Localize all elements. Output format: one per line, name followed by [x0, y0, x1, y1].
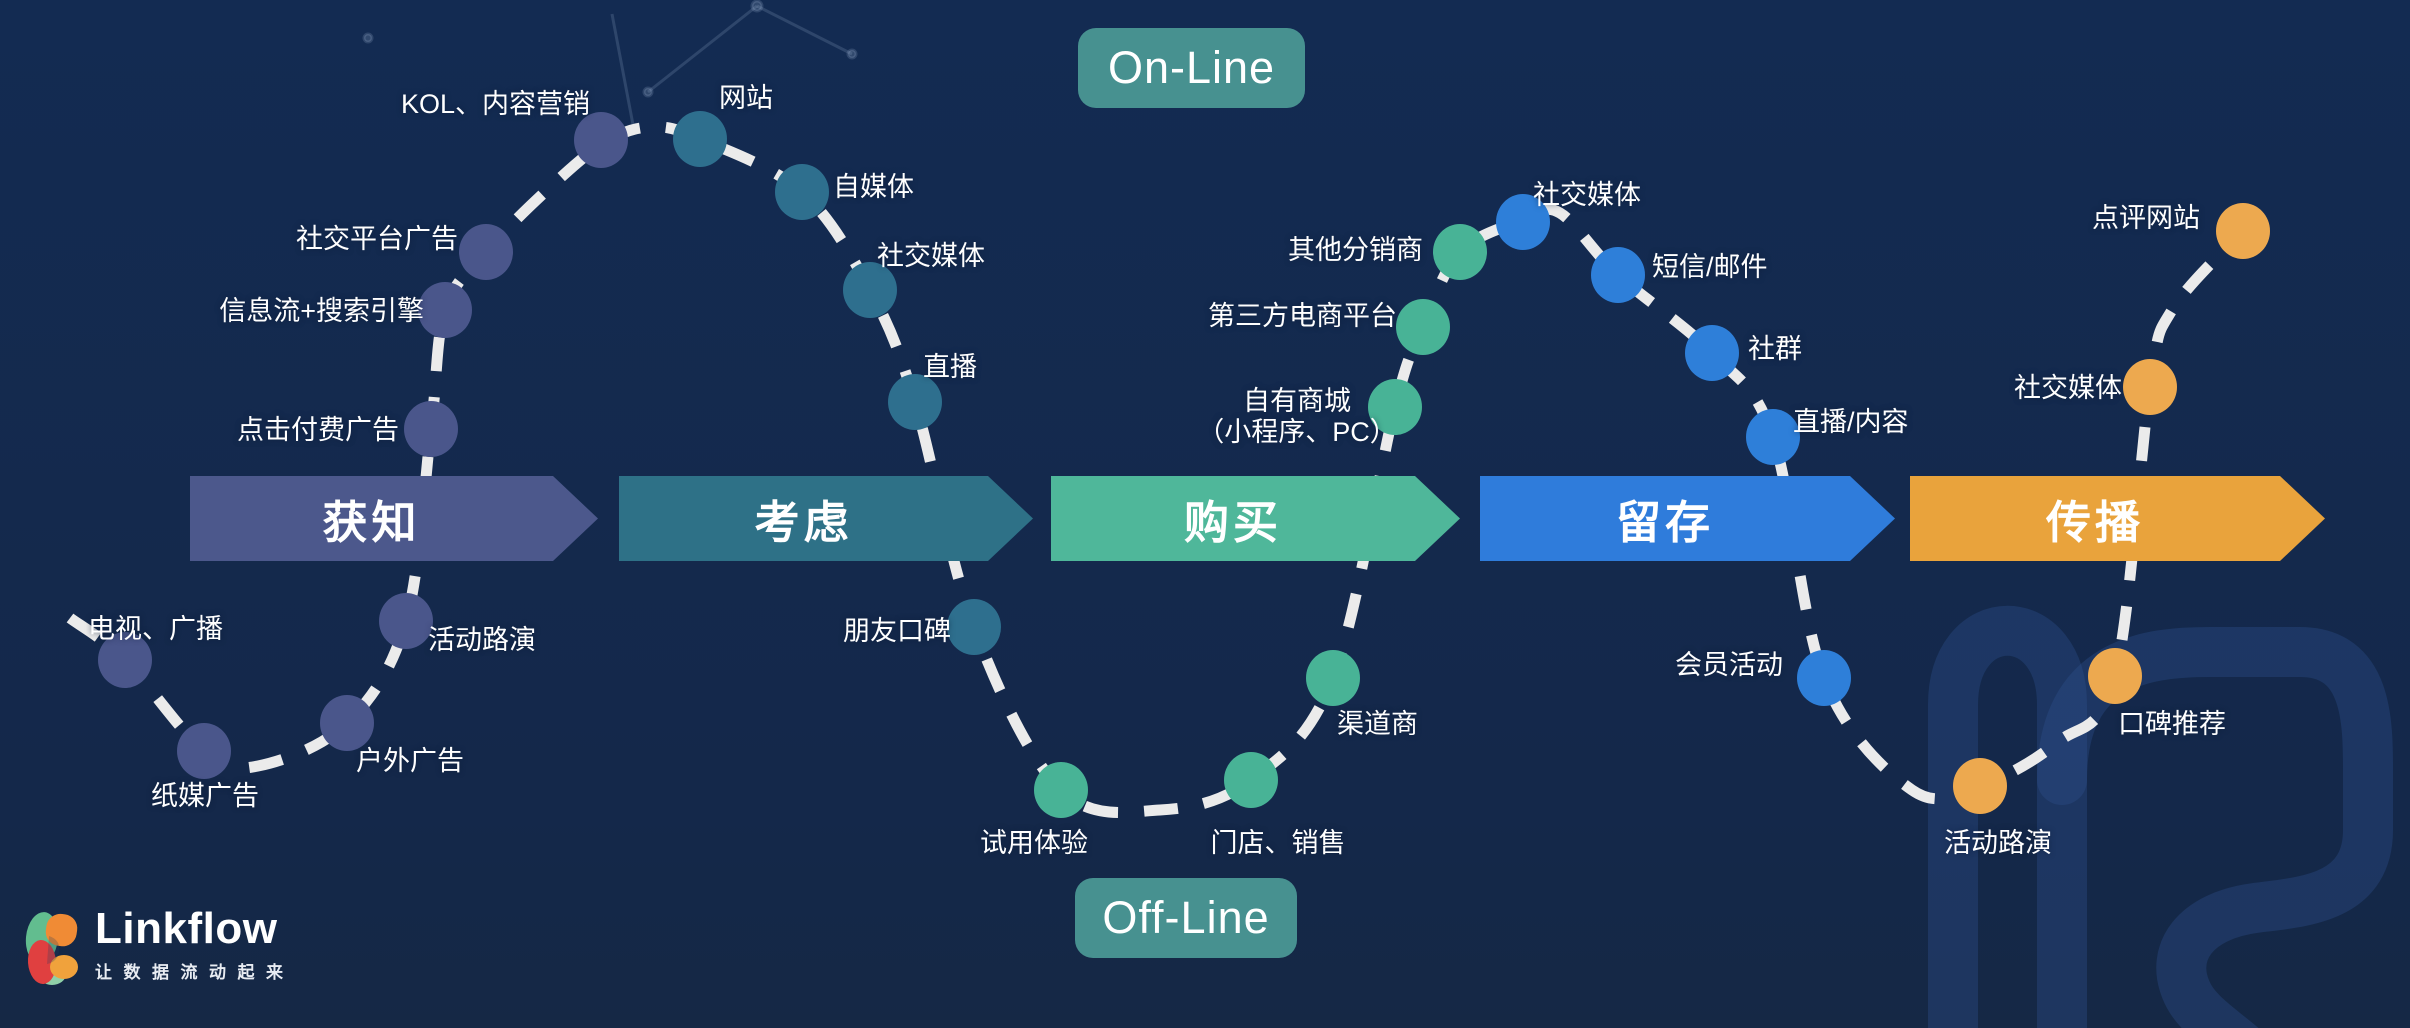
touchpoint-dot: [418, 282, 472, 338]
touchpoint-dot: [843, 262, 897, 318]
touchpoint-dot: [1496, 194, 1550, 250]
logo-name: Linkflow: [95, 904, 278, 953]
stage-label: 获知: [322, 497, 421, 548]
logo-text: Linkflow 让数据流动起来: [95, 904, 295, 983]
touchpoint-dot: [888, 374, 942, 430]
offline-badge: Off-Line: [1075, 878, 1297, 958]
online-badge-label: On-Line: [1107, 42, 1276, 93]
touchpoint-dot: [1746, 409, 1800, 465]
touchpoint-dot: [404, 401, 458, 457]
stage-label: 购买: [1183, 497, 1282, 548]
touchpoint-dot: [459, 224, 513, 280]
touchpoint-dot: [379, 593, 433, 649]
touchpoint-dot: [2216, 203, 2270, 259]
stage-label: 传播: [2045, 497, 2144, 548]
touchpoint-dot: [320, 695, 374, 751]
touchpoint-dot: [1591, 247, 1645, 303]
online-badge: On-Line: [1078, 28, 1305, 108]
touchpoint-dot: [947, 599, 1001, 655]
touchpoint-dot: [1396, 299, 1450, 355]
touchpoint-dot: [2123, 359, 2177, 415]
stage-arrow-1: 获知: [190, 476, 598, 561]
journey-wave-path: [66, 121, 2248, 818]
touchpoint-dot: [1224, 752, 1278, 808]
watermark-logo-glyph: [1928, 605, 2393, 1028]
linkflow-logo-icon: [25, 912, 78, 985]
stage-label: 留存: [1615, 497, 1714, 548]
stage-arrows: 获知 考虑 购买 留存 传播: [0, 476, 2410, 561]
touchpoint-dot: [1368, 379, 1422, 435]
stage-arrow-4: 留存: [1480, 476, 1895, 561]
touchpoint-dot: [775, 164, 829, 220]
touchpoint-dot: [1685, 325, 1739, 381]
touchpoint-dot: [1433, 224, 1487, 280]
touchpoint-dot: [177, 723, 231, 779]
touchpoint-dot: [98, 632, 152, 688]
touchpoint-dot: [1034, 762, 1088, 818]
constellation-decor: [362, 0, 858, 131]
touchpoint-dot: [1306, 650, 1360, 706]
offline-badge-label: Off-Line: [1102, 892, 1270, 943]
touchpoint-dot: [1953, 758, 2007, 814]
linkflow-logo: Linkflow 让数据流动起来: [25, 904, 295, 986]
logo-tagline: 让数据流动起来: [95, 963, 295, 983]
touchpoint-dot: [1797, 650, 1851, 706]
touchpoint-dots: [98, 111, 2270, 818]
stage-arrow-2: 考虑: [619, 476, 1033, 561]
touchpoint-dot: [574, 112, 628, 168]
stage-label: 考虑: [754, 497, 853, 548]
touchpoint-dot: [2088, 648, 2142, 704]
stage-arrow-3: 购买: [1051, 476, 1460, 561]
touchpoint-dot: [673, 111, 727, 167]
stage-arrow-5: 传播: [1910, 476, 2325, 561]
